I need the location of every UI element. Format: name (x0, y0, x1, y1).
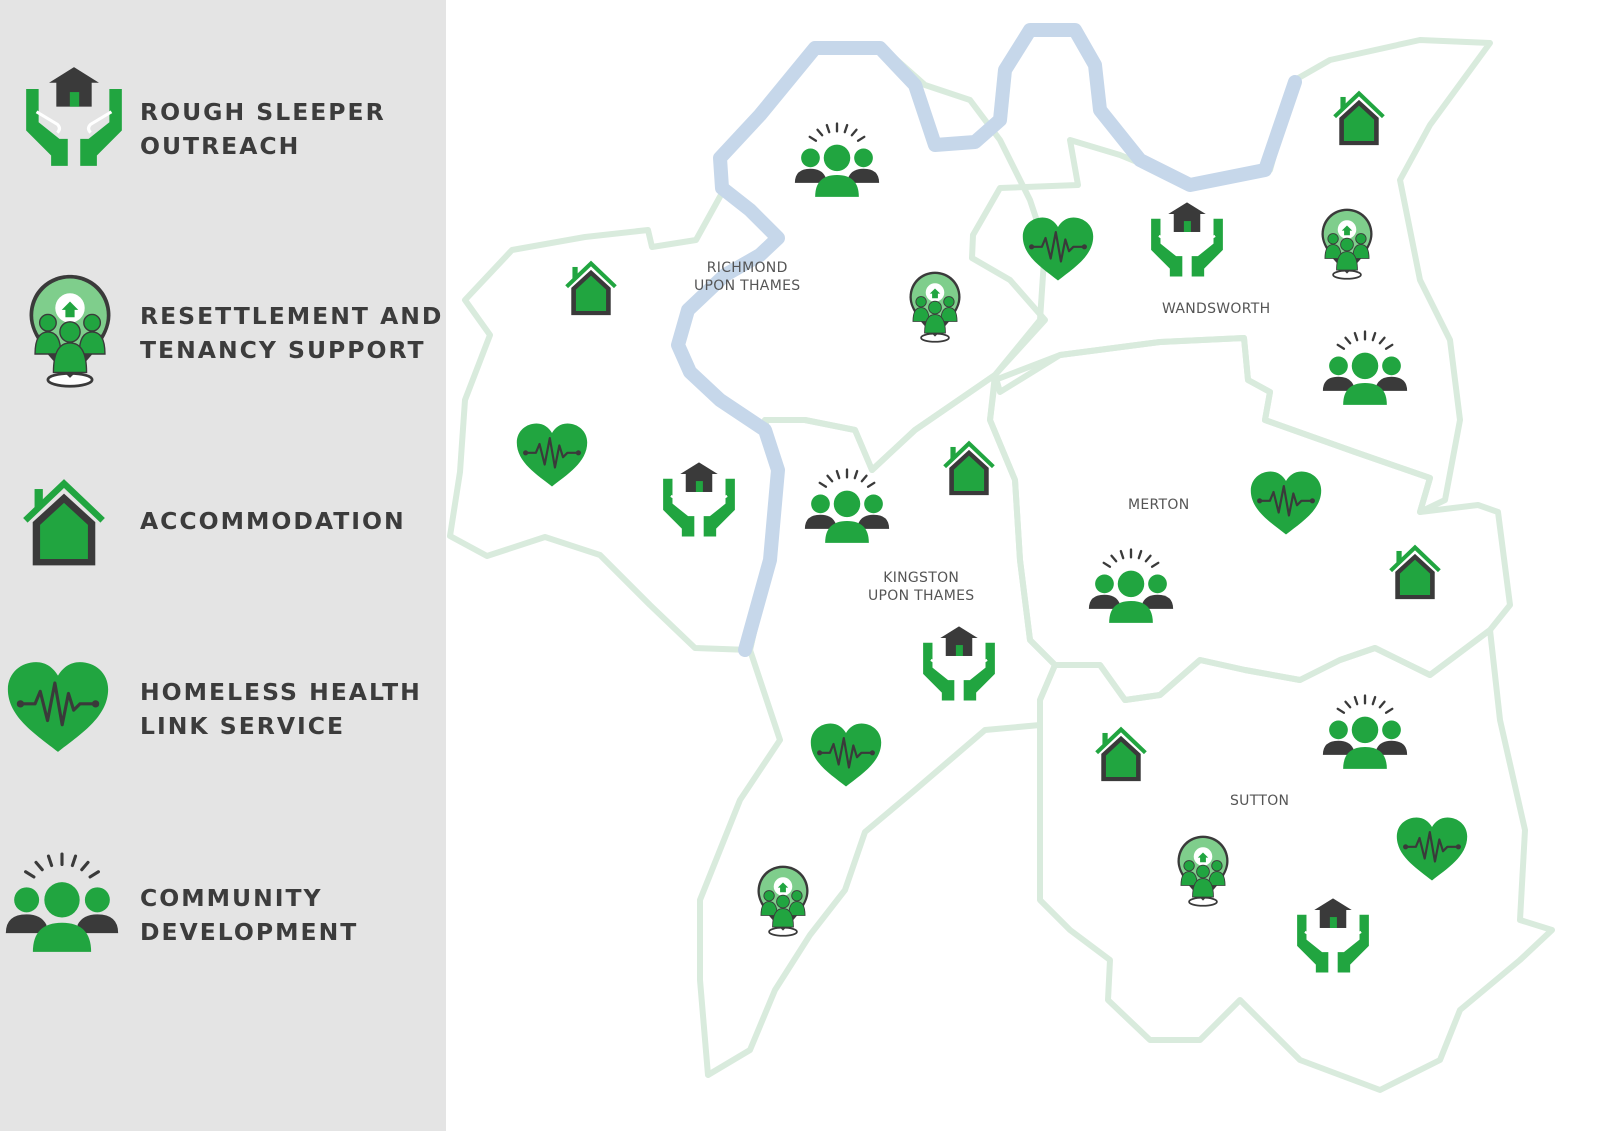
legend-item-accommodation: ACCOMMODATION (0, 476, 446, 606)
community-development-icon (804, 468, 890, 546)
accommodation-icon (562, 258, 620, 320)
rough-sleeper-outreach-icon (22, 64, 126, 168)
borough-label-kingston: KINGSTON UPON THAMES (868, 570, 975, 604)
borough-label-sutton: SUTTON (1230, 793, 1290, 809)
community-development-icon (794, 122, 880, 200)
homeless-health-link-icon (808, 722, 884, 788)
homeless-health-link-icon (514, 422, 590, 488)
homeless-health-link-icon (1248, 470, 1324, 536)
legend-panel: ROUGH SLEEPER OUTREACH RESETTLEMENT AND … (0, 0, 446, 1131)
homeless-health-link-icon (1394, 816, 1470, 882)
borough-map (447, 23, 1555, 1093)
resettlement-tenancy-support-icon (1318, 205, 1376, 283)
accommodation-icon (1092, 724, 1150, 786)
legend-item-homeless-health-link: HOMELESS HEALTH LINK SERVICE (0, 658, 446, 788)
legend-label: HOMELESS HEALTH LINK SERVICE (140, 678, 422, 740)
resettlement-tenancy-support-icon (1174, 832, 1232, 910)
rough-sleeper-outreach-icon (1148, 200, 1226, 278)
homeless-health-link-icon (1020, 216, 1096, 282)
rough-sleeper-outreach-icon (660, 460, 738, 538)
resettlement-tenancy-support-icon (754, 862, 812, 940)
borough-label-richmond: RICHMOND UPON THAMES (694, 260, 801, 294)
accommodation-icon (1330, 88, 1388, 150)
accommodation-icon (18, 476, 110, 572)
accommodation-icon (1386, 542, 1444, 604)
legend-item-community-development: COMMUNITY DEVELOPMENT (0, 850, 446, 980)
legend-label: ROUGH SLEEPER OUTREACH (140, 98, 386, 160)
legend-label: COMMUNITY DEVELOPMENT (140, 884, 359, 946)
resettlement-tenancy-support-icon (24, 270, 116, 392)
rough-sleeper-outreach-icon (920, 624, 998, 702)
legend-label: RESETTLEMENT AND TENANCY SUPPORT (140, 302, 444, 364)
borough-label-merton: MERTON (1128, 497, 1190, 513)
kingston-boundary (697, 372, 1058, 1078)
community-development-icon (1088, 548, 1174, 626)
homeless-health-link-icon (2, 660, 114, 754)
resettlement-tenancy-support-icon (906, 268, 964, 346)
community-development-icon (1322, 694, 1408, 772)
map-area: RICHMOND UPON THAMES WANDSWORTH MERTON K… (446, 0, 1600, 1131)
legend-item-rough-sleeper-outreach: ROUGH SLEEPER OUTREACH (0, 62, 446, 192)
borough-label-wandsworth: WANDSWORTH (1162, 301, 1271, 317)
rough-sleeper-outreach-icon (1294, 896, 1372, 974)
river-thames (671, 23, 1302, 657)
legend-item-resettlement-tenancy-support: RESETTLEMENT AND TENANCY SUPPORT (0, 270, 446, 400)
community-development-icon (4, 852, 120, 956)
accommodation-icon (940, 438, 998, 500)
legend-label: ACCOMMODATION (140, 507, 406, 535)
sutton-boundary (1037, 627, 1555, 1093)
community-development-icon (1322, 330, 1408, 408)
